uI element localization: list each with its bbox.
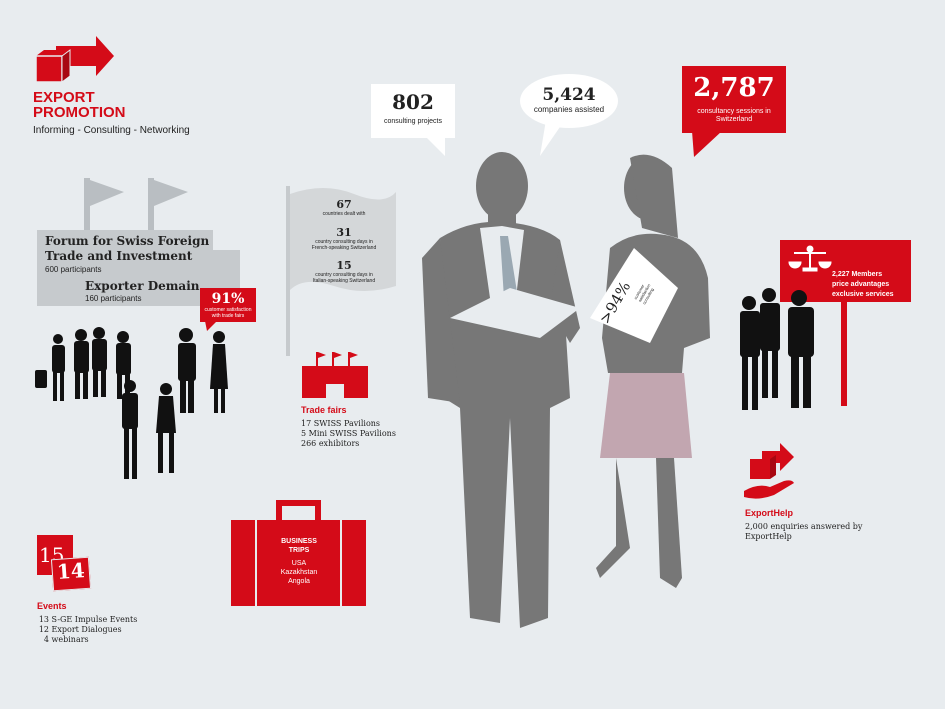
sessions-value: 2,787 [693, 73, 775, 103]
business-trips-title-2: TRIPS [288, 547, 310, 554]
exporthelp-line: 2,000 enquiries answered by [745, 522, 863, 531]
forum-title: Forum for Swiss Foreign Trade and Invest… [45, 234, 209, 264]
bubble-pointer [425, 136, 445, 156]
trade-fairs-title: Trade fairs [301, 405, 347, 415]
event-type: webinars [51, 635, 89, 644]
french-days-label-2: French-speaking Switzerland [311, 245, 377, 251]
trade-fairs-line: 5 Mini SWISS Pavilions [301, 429, 396, 438]
logo-title-line2: PROMOTION [33, 104, 126, 121]
event-count: 13 [38, 615, 49, 624]
badge-pointer [205, 321, 217, 331]
members-silhouette [740, 288, 814, 410]
event-type: Export Dialogues [51, 625, 122, 634]
sessions-bubble: 2,787 consultancy sessions in Switzerlan… [682, 66, 786, 133]
business-trips-text: BUSINESS TRIPS USA Kazakhstan Angola [257, 537, 341, 586]
event-count: 12 [38, 625, 49, 634]
pavilion-icon [302, 352, 368, 398]
briefcase-icon [231, 500, 366, 606]
sign-pole [841, 300, 847, 406]
trip-country: USA [291, 560, 307, 567]
french-days-label-1: country consulting days in [315, 239, 373, 245]
members-benefit: price advantages [832, 281, 890, 288]
french-days-value: 31 [336, 226, 352, 239]
scales-icon [788, 245, 832, 272]
forum-title-line1: Forum for Swiss Foreign [45, 234, 210, 248]
members-text: 2,227 Members price advantages exclusive… [832, 270, 894, 300]
italian-days-label-2: Italian-speaking Switzerland [312, 278, 376, 284]
logo-subtitle: Informing - Consulting - Networking [33, 125, 190, 136]
logo-title-line1: EXPORT [33, 89, 95, 106]
flag-banner [286, 186, 396, 356]
members-count: 2,227 Members [832, 271, 883, 278]
companies-value: 5,424 [542, 85, 596, 105]
exporter-demain-title: Exporter Demain [85, 279, 200, 293]
exporthelp-title: ExportHelp [745, 508, 794, 518]
consulting-projects-label: consulting projects [384, 118, 442, 125]
trade-fair-satisfaction-badge: 91% customer satisfaction with trade fai… [200, 288, 256, 322]
box-arrow-icon [35, 36, 114, 83]
companies-label: companies assisted [533, 105, 605, 114]
satisfaction-label-2: with trade fairs [211, 313, 245, 319]
flags-icon [84, 178, 188, 238]
forum-title-line2: Trade and Investment [45, 249, 193, 263]
italian-days-label-1: country consulting days in [315, 272, 373, 278]
countries-value: 67 [336, 198, 352, 211]
bubble-pointer [540, 120, 562, 156]
bubble-pointer [692, 131, 722, 157]
sessions-label-2: Switzerland [715, 116, 753, 123]
trip-country: Kazakhstan [280, 569, 318, 576]
countries-label: countries dealt with [322, 211, 366, 217]
consultants-silhouette [422, 152, 710, 629]
exporter-demain-participants: 160 participants [85, 294, 142, 303]
trade-fairs-line: 17 SWISS Pavilions [301, 419, 381, 428]
calendar-front-day: 14 [56, 558, 86, 584]
logo-title: EXPORT PROMOTION [33, 90, 126, 120]
trip-country: Angola [288, 578, 310, 585]
satisfaction-value: 91% [211, 291, 245, 307]
sessions-label-1: consultancy sessions in [697, 108, 771, 115]
forum-participants: 600 participants [45, 265, 102, 274]
events-list: 13 S-GE Impulse Events 12 Export Dialogu… [37, 615, 138, 645]
hand-box-icon [744, 443, 794, 499]
flag-stats: 67 countries dealt with 31 country consu… [292, 198, 396, 284]
italian-days-value: 15 [336, 259, 352, 272]
companies-bubble: 5,424 companies assisted [520, 74, 618, 128]
crowd-silhouette [35, 327, 228, 479]
satisfaction-label-1: customer satisfaction [204, 307, 252, 313]
trade-fairs-line: 266 exhibitors [301, 439, 360, 448]
trade-fairs-list: 17 SWISS Pavilions 5 Mini SWISS Pavilion… [301, 419, 396, 449]
members-benefit: exclusive services [832, 291, 894, 298]
event-type: S-GE Impulse Events [51, 615, 138, 624]
events-title: Events [37, 601, 67, 611]
consulting-projects-value: 802 [392, 90, 434, 114]
exporthelp-line: ExportHelp [745, 532, 792, 541]
event-count: 4 [43, 635, 49, 644]
consulting-projects-bubble: 802 consulting projects [371, 84, 455, 138]
calendar-front: 14 [50, 556, 92, 592]
exporthelp-text: 2,000 enquiries answered by ExportHelp [745, 522, 862, 542]
business-trips-title-1: BUSINESS [281, 538, 317, 545]
